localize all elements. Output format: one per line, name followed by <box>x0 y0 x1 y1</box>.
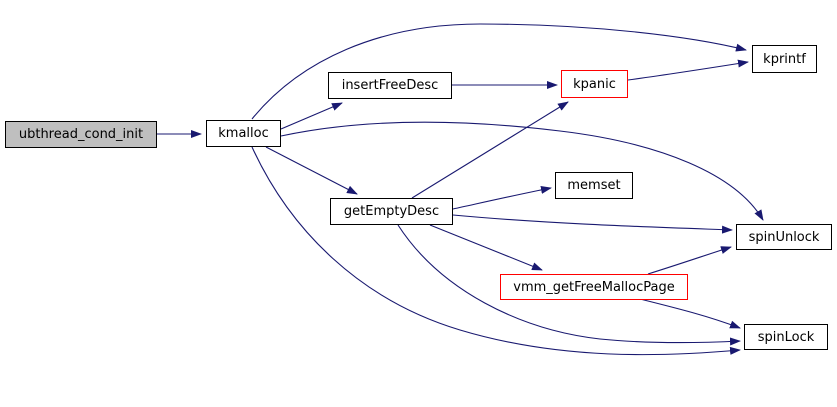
edge-getEmptyDesc-to-memset <box>452 185 552 210</box>
node-vmm_getFreeMallocPage[interactable]: vmm_getFreeMallocPage <box>500 274 688 300</box>
edge-getEmptyDesc-to-vmm_getFreeMallocPage <box>429 224 543 271</box>
edge-kmalloc-to-insertFreeDesc <box>280 102 343 130</box>
edge-vmm_getFreeMallocPage-to-spinUnlock <box>647 246 732 275</box>
edge-kmalloc-to-kprintf <box>251 23 747 120</box>
edge-getEmptyDesc-to-spinUnlock <box>452 214 733 234</box>
node-spinLock[interactable]: spinLock <box>744 324 828 350</box>
node-getEmptyDesc[interactable]: getEmptyDesc <box>330 198 453 225</box>
edge-kpanic-to-kprintf <box>627 59 749 81</box>
node-memset[interactable]: memset <box>555 172 633 199</box>
node-kmalloc[interactable]: kmalloc <box>206 120 281 147</box>
node-kpanic[interactable]: kpanic <box>561 70 628 98</box>
edge-kmalloc-to-getEmptyDesc <box>265 146 358 195</box>
edge-kmalloc-to-spinUnlock <box>280 121 764 221</box>
node-spinUnlock[interactable]: spinUnlock <box>736 224 832 250</box>
node-ubthread_cond_init: ubthread_cond_init <box>5 121 157 148</box>
edge-kmalloc-to-spinLock <box>251 146 741 356</box>
node-kprintf[interactable]: kprintf <box>752 45 817 73</box>
edge-getEmptyDesc-to-spinLock <box>397 224 741 346</box>
edge-getEmptyDesc-to-kpanic <box>411 101 569 199</box>
node-insertFreeDesc[interactable]: insertFreeDesc <box>328 72 452 99</box>
edge-vmm_getFreeMallocPage-to-spinLock <box>639 298 741 329</box>
